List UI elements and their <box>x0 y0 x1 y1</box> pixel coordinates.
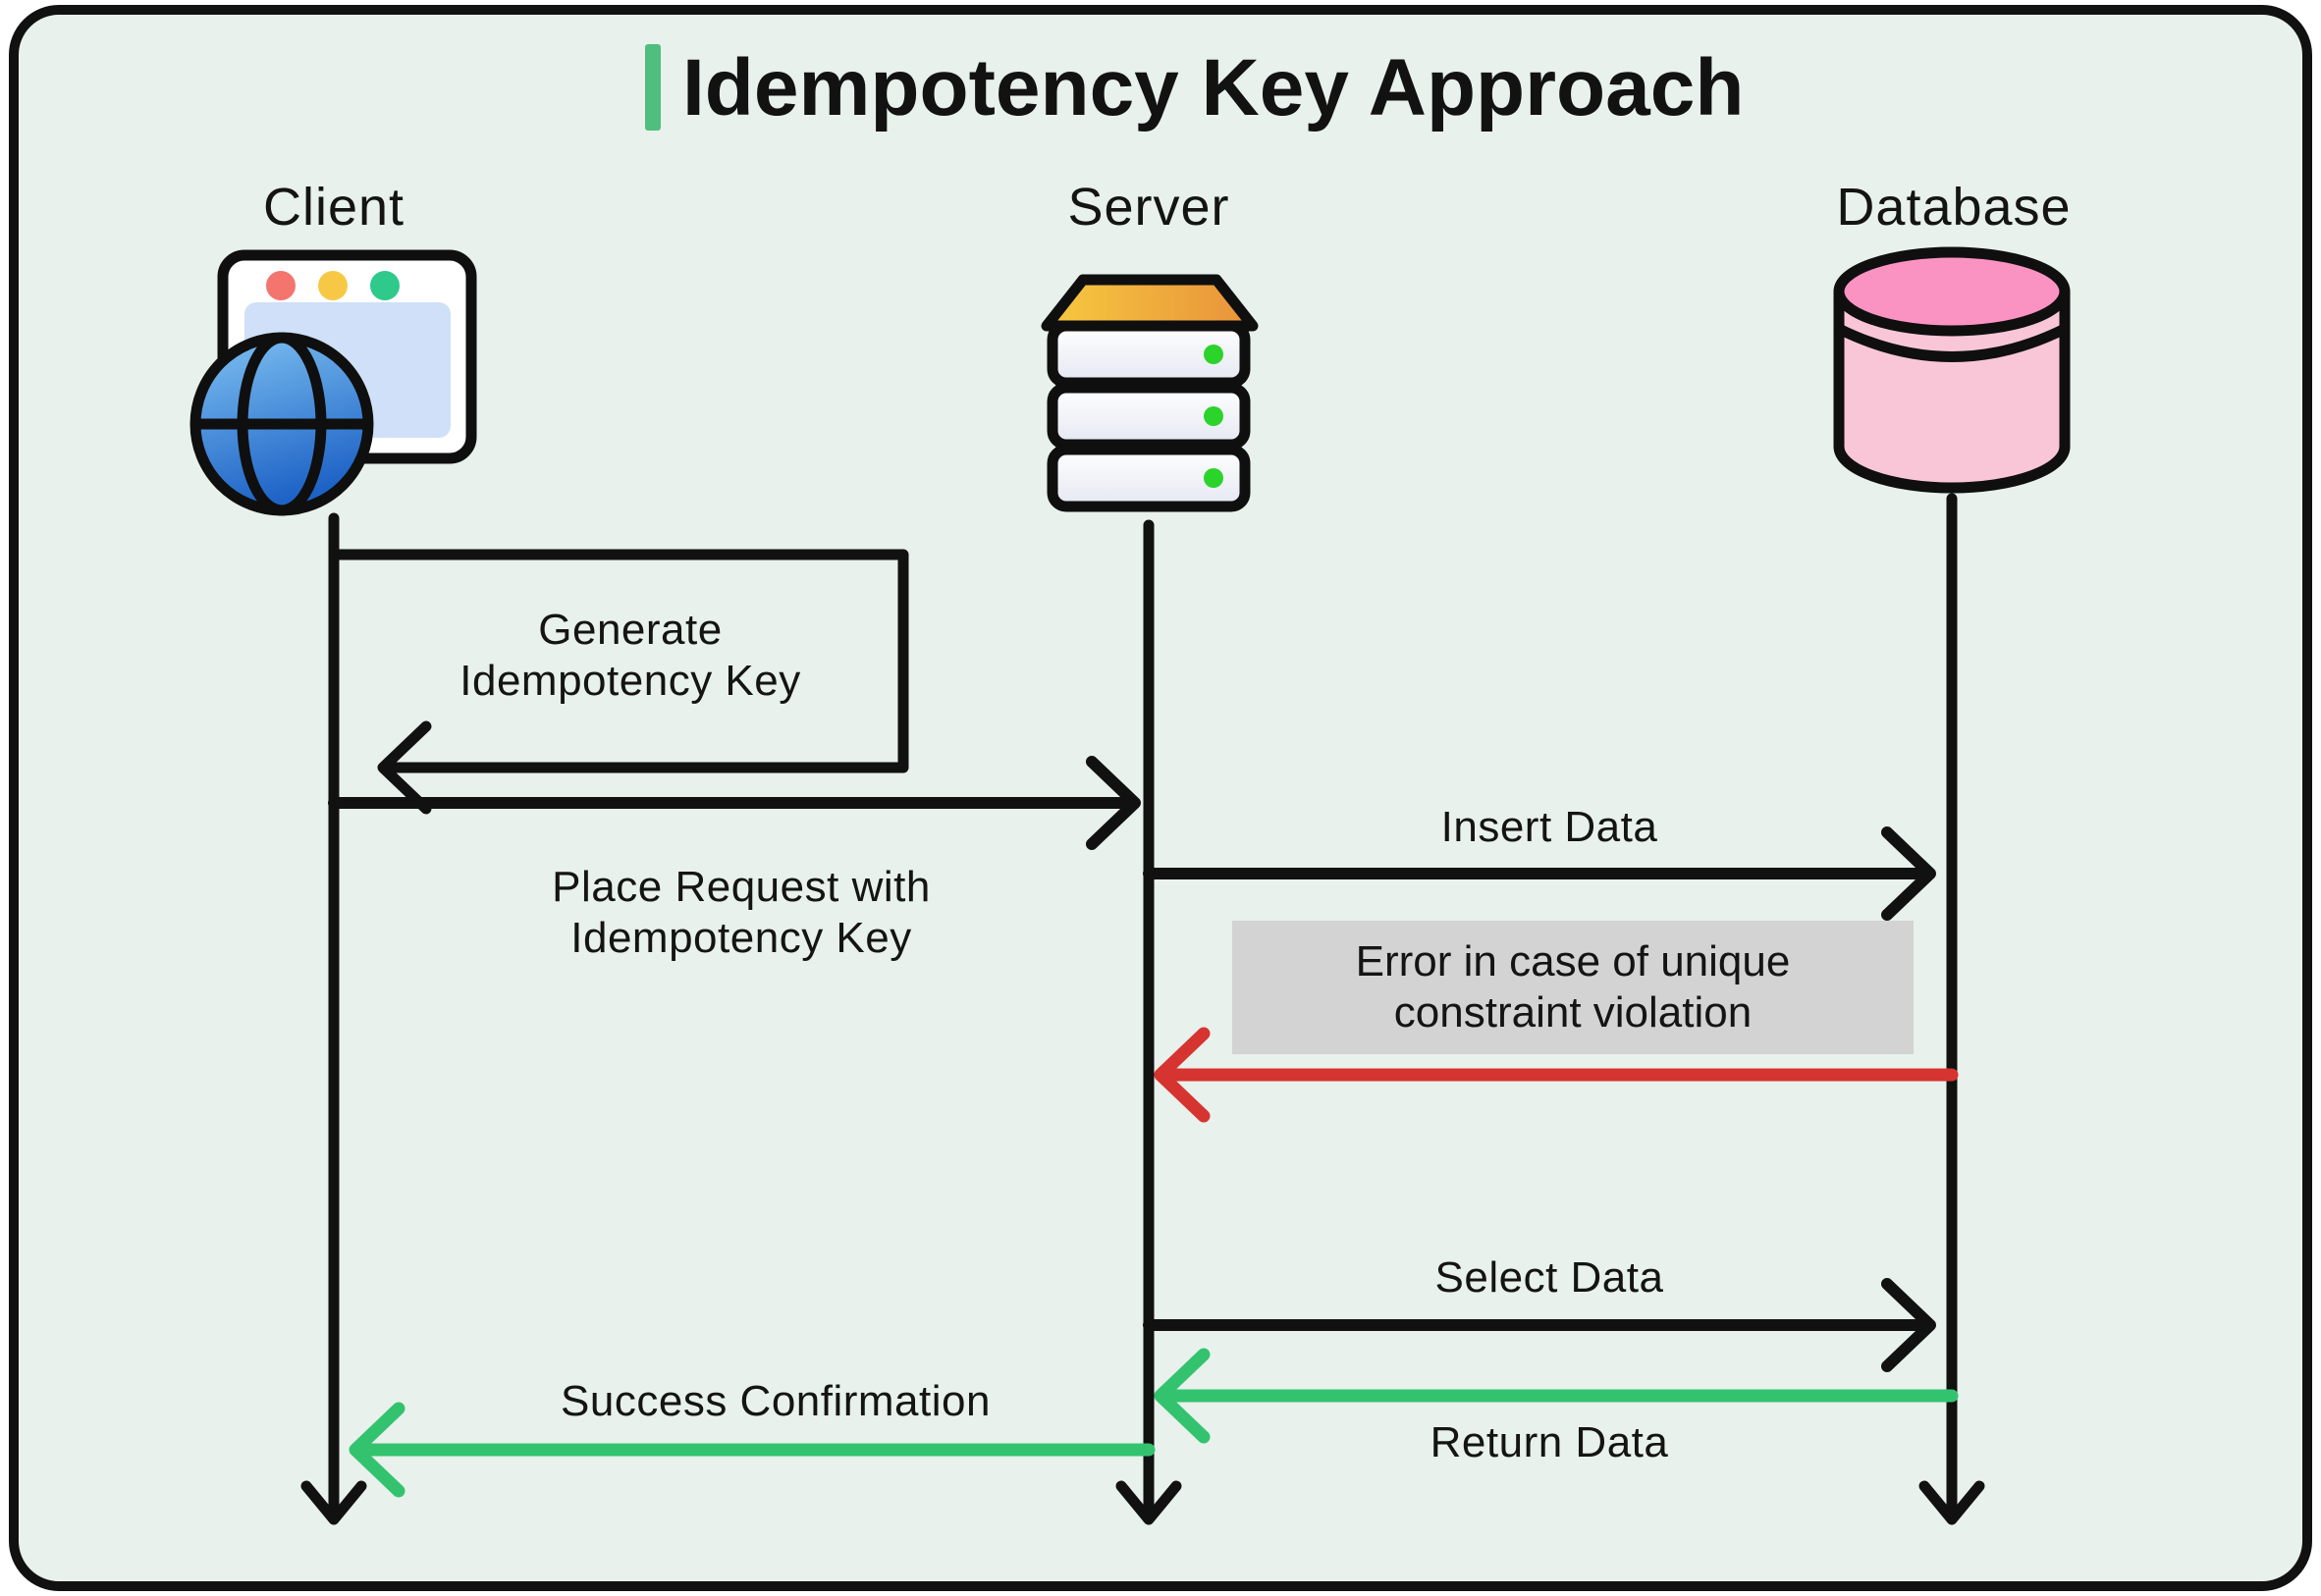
return-data-label: Return Data <box>1430 1418 1669 1467</box>
place-request-arrow <box>328 756 1141 850</box>
browser-dot-green-icon <box>370 271 400 300</box>
insert-data-arrow <box>1143 826 1936 921</box>
server-led-icon <box>1204 406 1223 426</box>
select-data-label: Select Data <box>1434 1253 1664 1303</box>
globe-icon <box>189 332 374 516</box>
database-lifeline <box>1918 493 1985 1525</box>
select-data-arrow <box>1143 1278 1936 1372</box>
server-icon <box>1041 274 1259 512</box>
client-lifeline <box>300 512 367 1525</box>
success-confirmation-label: Success Confirmation <box>561 1377 991 1426</box>
error-return-arrow <box>1154 1027 1959 1123</box>
database-icon <box>1833 246 2071 494</box>
actor-label-client: Client <box>262 178 405 238</box>
canvas-border <box>9 5 2312 1591</box>
server-lifeline <box>1115 519 1182 1525</box>
browser-dot-red-icon <box>266 271 296 300</box>
success-confirmation-arrow <box>349 1402 1156 1498</box>
generate-key-self-loop-arrow <box>328 549 909 815</box>
return-data-arrow <box>1154 1348 1959 1444</box>
generate-key-label: Generate Idempotency Key <box>459 606 801 705</box>
place-request-label: Place Request with Idempotency Key <box>552 863 931 962</box>
actor-label-database: Database <box>1836 178 2072 238</box>
server-led-icon <box>1204 345 1223 364</box>
error-note: Error in case of unique constraint viola… <box>1232 921 1914 1054</box>
page-title: Idempotency Key Approach <box>682 43 1745 133</box>
title-accent-bar <box>645 44 661 131</box>
insert-data-label: Insert Data <box>1440 803 1658 852</box>
server-led-icon <box>1204 468 1223 488</box>
browser-dot-yellow-icon <box>318 271 348 300</box>
actor-label-server: Server <box>1067 178 1230 238</box>
